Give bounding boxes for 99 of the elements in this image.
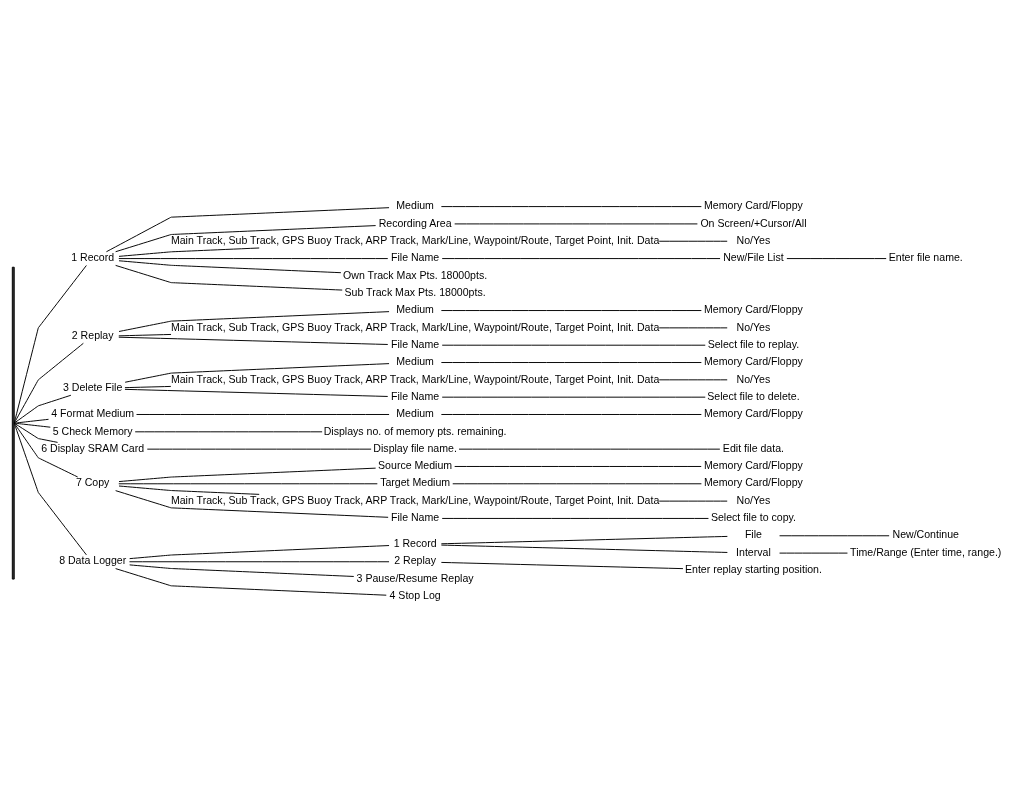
- node-text: 1 Record: [71, 250, 115, 263]
- connector: [13, 422, 51, 428]
- node-text: 8 Data Logger: [59, 553, 127, 566]
- node-text: Display file name.: [373, 441, 457, 454]
- connector: [452, 482, 702, 484]
- node-text: Medium: [396, 354, 434, 367]
- node-text: Medium: [396, 302, 434, 315]
- node-text: File Name: [391, 337, 440, 350]
- node-text: Enter replay starting position.: [684, 562, 822, 575]
- node-text: Memory Card/Floppy: [704, 475, 803, 488]
- connector: [440, 361, 702, 363]
- node-text: 2 Replay: [394, 553, 436, 566]
- node-text: No/Yes: [736, 233, 771, 246]
- connector: [115, 567, 387, 596]
- node-text: Main Track, Sub Track, GPS Buoy Track, ARP Track, Mark/Line, Waypoint/Route, Target Point, Init. Data: [170, 372, 660, 385]
- node-bar: [11, 266, 15, 580]
- connector: [118, 333, 172, 336]
- node-text: No/Yes: [736, 372, 771, 385]
- node-text: 4 Format Medium: [51, 406, 135, 419]
- node-text: Sub Track Max Pts. 18000pts.: [344, 285, 486, 298]
- connector: [441, 517, 709, 519]
- connector: [118, 247, 260, 257]
- node-text: File: [744, 527, 762, 540]
- connector: [454, 465, 702, 467]
- connector: [440, 413, 702, 415]
- node-text: Source Medium: [378, 458, 453, 471]
- connector: [136, 413, 390, 415]
- node-text: Target Medium: [380, 475, 451, 488]
- node-text: Memory Card/Floppy: [704, 198, 803, 211]
- connector: [129, 560, 390, 562]
- node-text: Main Track, Sub Track, GPS Buoy Track, ARP Track, Mark/Line, Waypoint/Route, Target Point, Init. Data: [170, 233, 660, 246]
- node-text: 4 Stop Log: [389, 588, 441, 601]
- node-text: Recording Area: [378, 216, 452, 229]
- connector: [118, 257, 389, 259]
- connector: [13, 422, 87, 555]
- node-text: 6 Display SRAM Card: [41, 441, 145, 454]
- connector: [13, 264, 87, 424]
- connector: [779, 534, 890, 536]
- node-text: New/Continue: [892, 527, 959, 540]
- node-text: Medium: [396, 406, 434, 419]
- connector: [13, 342, 84, 423]
- node-text: Interval: [736, 545, 771, 558]
- node-text: Select file to replay.: [707, 337, 800, 350]
- node-text: Memory Card/Floppy: [704, 458, 803, 471]
- connector: [134, 430, 323, 432]
- node-text: 3 Pause/Resume Replay: [356, 571, 474, 584]
- node-text: No/Yes: [736, 493, 771, 506]
- connector: [105, 206, 390, 252]
- connector: [441, 344, 706, 346]
- node-text: Select file to copy.: [710, 510, 796, 523]
- node-text: Edit file data.: [722, 441, 785, 454]
- connector: [13, 394, 72, 424]
- node-text: New/File List: [723, 250, 784, 263]
- node-text: File Name: [391, 389, 440, 402]
- connector: [129, 544, 390, 559]
- connector: [118, 310, 390, 332]
- connector: [786, 257, 887, 259]
- node-text: On Screen/+Cursor/All: [700, 216, 807, 229]
- node-text: 3 Delete File: [62, 380, 123, 393]
- node-text: Medium: [396, 198, 434, 211]
- connector: [118, 482, 378, 484]
- connector: [658, 240, 728, 242]
- connector: [440, 544, 728, 553]
- connector: [115, 489, 389, 518]
- connector: [124, 362, 390, 383]
- node-text: Enter file name.: [888, 250, 963, 263]
- connector: [441, 257, 721, 259]
- connector: [118, 259, 342, 273]
- node-text: Memory Card/Floppy: [704, 354, 803, 367]
- connector: [124, 385, 172, 388]
- connector: [13, 422, 79, 477]
- node-text: Main Track, Sub Track, GPS Buoy Track, ARP Track, Mark/Line, Waypoint/Route, Target Point, Init. Data: [170, 320, 660, 333]
- connector: [440, 561, 684, 569]
- connector: [118, 467, 377, 482]
- node-text: 1 Record: [393, 536, 437, 549]
- node-text: Displays no. of memory pts. remaining.: [323, 424, 507, 437]
- connector: [440, 309, 702, 311]
- connector: [13, 422, 59, 443]
- connector: [118, 336, 389, 345]
- node-text: 5 Check Memory: [52, 424, 133, 437]
- node-text: Memory Card/Floppy: [704, 406, 803, 419]
- node-text: Own Track Max Pts. 18000pts.: [343, 268, 488, 281]
- connector: [13, 418, 49, 424]
- connector: [118, 485, 260, 495]
- connector: [129, 563, 355, 577]
- node-text: Select file to delete.: [707, 389, 800, 402]
- connector: [440, 535, 728, 544]
- node-text: 2 Replay: [71, 328, 114, 341]
- connector: [115, 264, 343, 291]
- connector: [124, 388, 389, 397]
- node-text: Time/Range (Enter time, range.): [850, 545, 1002, 558]
- connector: [115, 224, 377, 252]
- connector: [440, 205, 702, 207]
- node-text: Memory Card/Floppy: [704, 302, 803, 315]
- node-text: Main Track, Sub Track, GPS Buoy Track, ARP Track, Mark/Line, Waypoint/Route, Target Point, Init. Data: [170, 493, 660, 506]
- node-text: No/Yes: [736, 320, 771, 333]
- node-text: File Name: [391, 510, 440, 523]
- node-text: File Name: [391, 250, 440, 263]
- node-text: 7 Copy: [75, 475, 110, 488]
